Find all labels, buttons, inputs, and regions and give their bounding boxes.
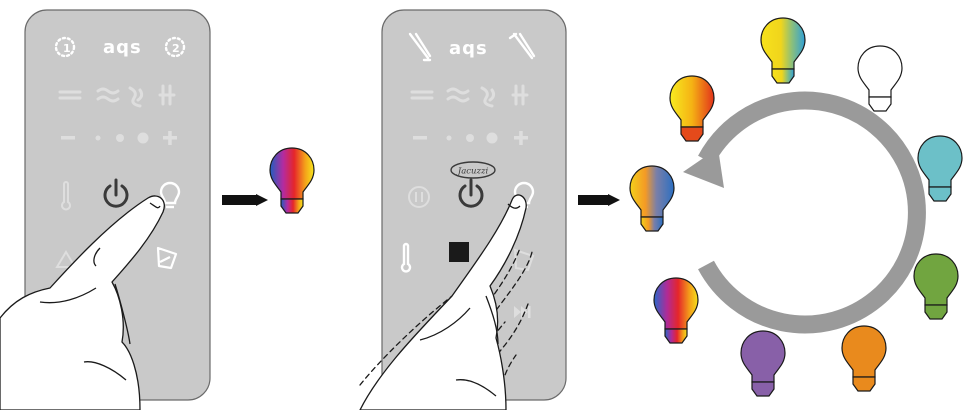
bulb-gradient-blue-yellow (630, 166, 674, 231)
control-panel-left: 1 aqs 2 (0, 10, 210, 410)
bulb-gradient-yellow-blue (761, 18, 805, 83)
panel-right-brand: aqs (449, 38, 488, 59)
arrow-1 (222, 194, 268, 206)
control-panel-right: aqs Jacuzzi (360, 10, 566, 410)
bulb-multicolor (654, 278, 698, 343)
cycle-arrow (706, 101, 917, 325)
bulb-multicolor-1 (270, 148, 314, 213)
preset-2-label: 2 (172, 42, 180, 55)
bulb-orange (842, 326, 886, 391)
bulb-white (858, 46, 902, 111)
panel-left-brand: aqs (103, 37, 142, 58)
color-cycle (683, 101, 917, 325)
bulb-yellow-red (670, 76, 714, 141)
bulb-cyan (918, 136, 962, 201)
arrow-2 (578, 194, 620, 206)
jacuzzi-logo-text: Jacuzzi (456, 167, 489, 177)
display-indicator (449, 242, 469, 262)
bulb-green (914, 254, 958, 319)
bulb-purple (741, 331, 785, 396)
preset-1-label: 1 (63, 42, 71, 55)
